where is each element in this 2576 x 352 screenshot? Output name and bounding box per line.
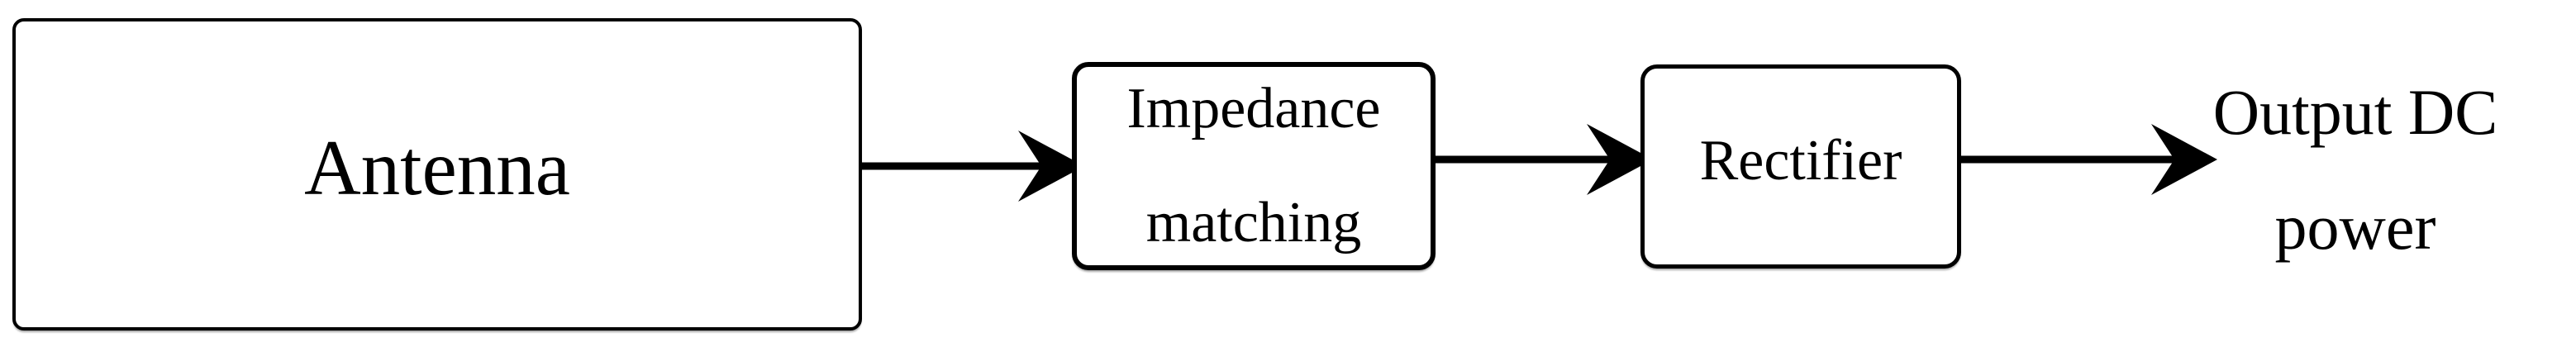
arrow-impedance-to-rectifier — [1436, 124, 1653, 195]
impedance-matching-box: Impedance matching — [1072, 62, 1436, 270]
rectifier-box: Rectifier — [1640, 64, 1961, 269]
rectifier-label: Rectifier — [1699, 128, 1902, 193]
impedance-matching-label-line1: Impedance — [1126, 77, 1381, 140]
arrow-antenna-to-impedance — [862, 131, 1084, 202]
output-dc-power-label: Output DC power — [2149, 55, 2562, 284]
antenna-label: Antenna — [304, 124, 570, 212]
output-label-line1: Output DC — [2212, 76, 2498, 148]
impedance-matching-label-line2: matching — [1145, 191, 1362, 254]
output-label-line2: power — [2274, 191, 2436, 263]
antenna-box: Antenna — [12, 18, 862, 331]
